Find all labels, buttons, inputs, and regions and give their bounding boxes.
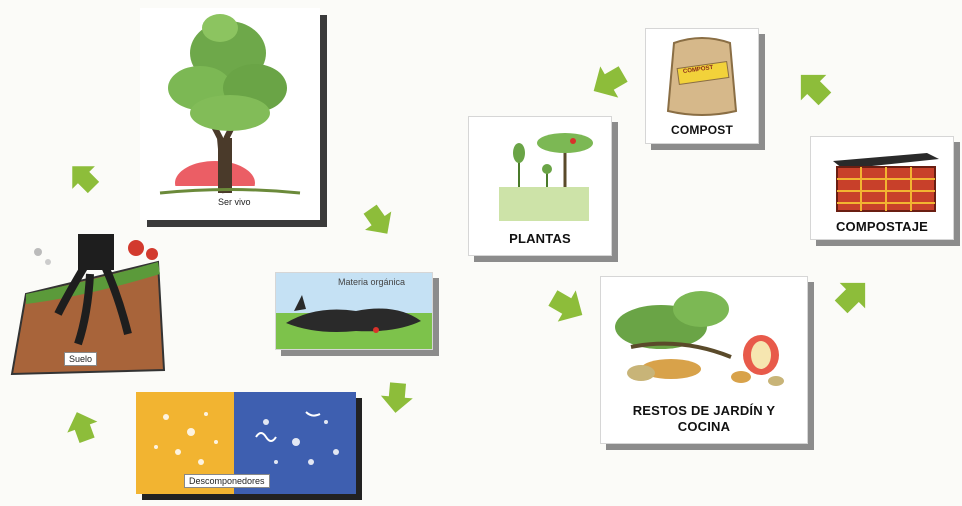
compost-bin-illustration xyxy=(833,153,939,212)
arrow-compostaje-to-compost xyxy=(800,74,832,106)
descomponedores-card: Descomponedores xyxy=(136,392,356,494)
restos-card: RESTOS DE JARDÍN Y COCINA xyxy=(600,276,808,444)
plantas-caption: PLANTAS xyxy=(509,231,571,246)
compost-bag-illustration xyxy=(666,37,738,116)
plantas-card: PLANTAS xyxy=(468,116,612,256)
compostaje-caption: COMPOSTAJE xyxy=(835,219,929,234)
arrow-ser-vivo-to-materia xyxy=(363,204,392,234)
compost-card: COMPOST COMPOST xyxy=(645,28,759,144)
ser-vivo-card: Ser vivo xyxy=(140,8,320,220)
restos-caption-line1: RESTOS DE JARDÍN Y xyxy=(632,403,776,418)
materia-organica-label: Materia orgánica xyxy=(338,277,406,287)
compostaje-card: COMPOSTAJE xyxy=(810,136,954,240)
log-illustration xyxy=(276,273,432,349)
arrow-materia-to-descomponedores xyxy=(380,382,413,413)
descomponedores-label: Descomponedores xyxy=(184,474,270,488)
soil-illustration xyxy=(10,234,166,376)
restos-caption-line2: COCINA xyxy=(677,419,731,434)
suelo-label: Suelo xyxy=(64,352,98,366)
suelo-card: Suelo xyxy=(8,234,170,380)
arrow-plantas-to-restos xyxy=(548,290,583,322)
arrow-restos-to-compostaje xyxy=(834,282,866,314)
materia-organica-card: Materia orgánica xyxy=(275,272,433,350)
tree-illustration xyxy=(140,14,320,220)
garden-waste-illustration xyxy=(615,291,784,386)
arrow-suelo-to-ser-vivo xyxy=(72,166,100,194)
arrow-descomponedores-to-suelo xyxy=(67,412,98,444)
ser-vivo-label: Ser vivo xyxy=(218,197,251,207)
plants-illustration xyxy=(499,133,593,221)
compost-caption: COMPOST xyxy=(670,123,734,137)
arrow-compost-to-plantas xyxy=(593,66,628,98)
